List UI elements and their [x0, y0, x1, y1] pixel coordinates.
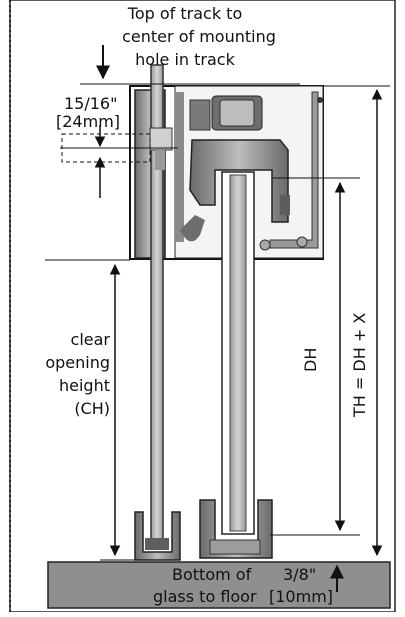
dimension-clear-opening [45, 259, 140, 561]
dimension-th [323, 85, 390, 557]
roller-carriage [189, 95, 308, 251]
bottom-channel [134, 511, 181, 561]
label-offset-imperial: 15/16" [64, 94, 118, 113]
label-top-of-track-line3: hole in track [135, 50, 235, 69]
fixed-glass-panel [134, 64, 173, 544]
label-clear-opening-line3: height [59, 376, 110, 395]
dimension-mounting-hole [60, 45, 300, 198]
label-offset-metric: [24mm] [56, 112, 121, 131]
label-th-formula: TH = DH + X [350, 312, 369, 417]
label-clear-opening-line2: opening [45, 353, 110, 372]
label-dh: DH [301, 347, 320, 372]
label-top-of-track-line2: center of mounting [122, 27, 276, 46]
label-clear-opening-line1: clear [70, 330, 110, 349]
label-gap-metric: [10mm] [269, 587, 334, 606]
label-gap-imperial: 3/8" [283, 565, 317, 584]
label-bottom-line1: Bottom of [172, 565, 252, 584]
sliding-glass-panel [221, 171, 255, 535]
label-clear-opening-line4: (CH) [74, 399, 110, 418]
label-top-of-track-line1: Top of track to [127, 4, 243, 23]
floor-guide [199, 499, 273, 559]
label-bottom-line2: glass to floor [153, 587, 257, 606]
dimension-dh [270, 177, 360, 536]
